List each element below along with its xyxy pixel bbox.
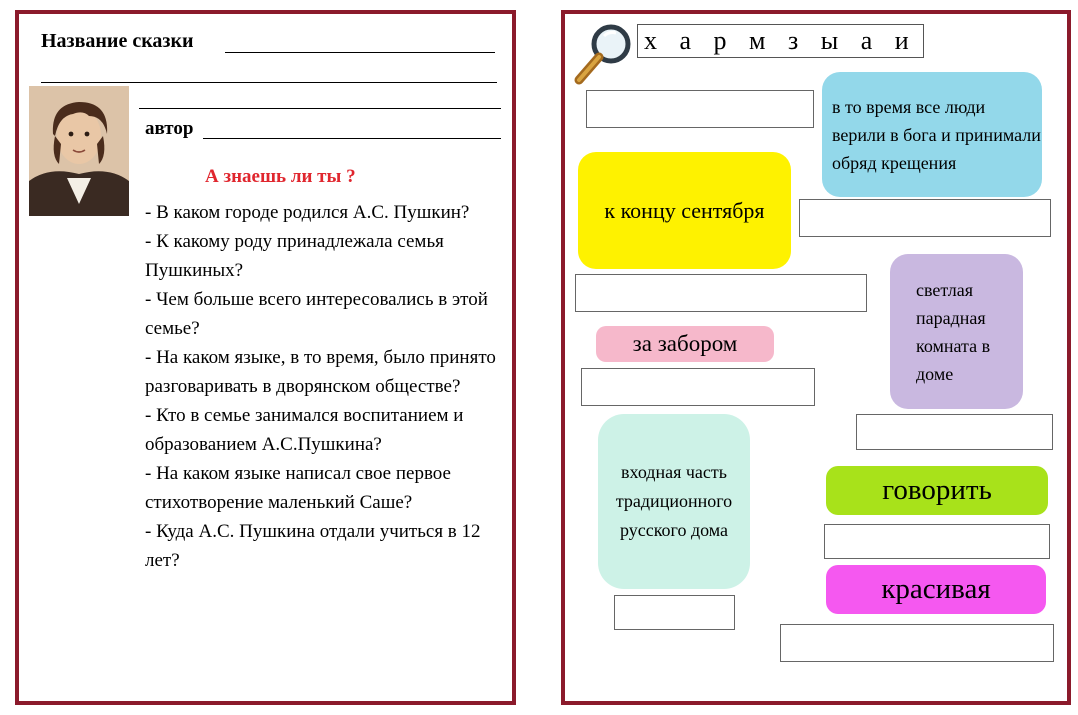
clue-parlor-room: светлая парадная комната в доме (890, 254, 1023, 409)
fairy-tale-title-label: Название сказки (41, 30, 194, 52)
question-item: - На каком языке, в то время, было приня… (145, 347, 496, 397)
question-item: - К какому роду принадлежала семья Пушки… (145, 231, 444, 281)
title-answer-line (225, 52, 495, 53)
scrambled-word: х а р м з ы а и (637, 24, 924, 58)
question-item: - На каком языке написал свое первое сти… (145, 463, 451, 513)
author-answer-line (203, 138, 501, 139)
question-item: - Кто в семье занимался воспитанием и об… (145, 405, 464, 455)
answer-box[interactable] (824, 524, 1050, 559)
title-answer-line-2 (41, 82, 497, 83)
clue-beautiful: красивая (826, 565, 1046, 614)
answer-box[interactable] (614, 595, 735, 630)
quiz-heading: А знаешь ли ты ? (205, 166, 356, 187)
answer-box[interactable] (780, 624, 1054, 662)
word-puzzle-card: х а р м з ы а и в то время все люди вери… (561, 10, 1071, 705)
answer-box[interactable] (856, 414, 1053, 450)
pushkin-portrait (29, 86, 129, 216)
answer-box[interactable] (575, 274, 867, 312)
magnifier-icon (571, 20, 635, 88)
clue-baptism: в то время все люди верили в бога и прин… (822, 72, 1042, 197)
answer-box[interactable] (581, 368, 815, 406)
answer-box[interactable] (799, 199, 1051, 237)
question-item: - Чем больше всего интересовались в этой… (145, 289, 488, 339)
author-answer-line-top (139, 108, 501, 109)
question-list: - В каком городе родился А.С. Пушкин? - … (145, 198, 505, 575)
clue-behind-fence: за забором (596, 326, 774, 362)
answer-box[interactable] (586, 90, 814, 128)
clue-end-of-september: к концу сентября (578, 152, 791, 269)
quiz-card: Название сказки автор А знаешь ли ты ? -… (15, 10, 516, 705)
clue-entrance-hall: входная часть традиционного русского дом… (598, 414, 750, 589)
clue-speak: говорить (826, 466, 1048, 515)
author-label: автор (145, 118, 194, 139)
question-item: - Куда А.С. Пушкина отдали учиться в 12 … (145, 521, 481, 571)
question-item: - В каком городе родился А.С. Пушкин? (145, 202, 470, 223)
